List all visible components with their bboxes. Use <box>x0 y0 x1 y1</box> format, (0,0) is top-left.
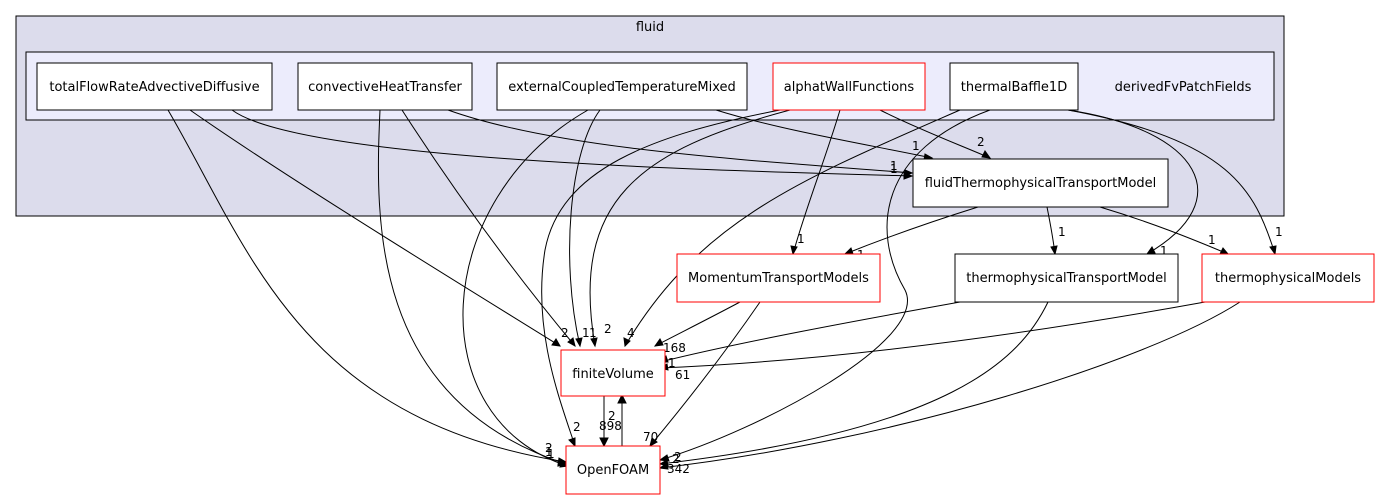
node-fluidThermophysicalTransportModel[interactable]: fluidThermophysicalTransportModel <box>912 158 1169 208</box>
label-tfrad-ftt: 1 <box>890 162 898 176</box>
node-label: externalCoupledTemperatureMixed <box>508 80 736 95</box>
cluster-fluid-label: fluid <box>636 20 664 35</box>
edge-tm-fv <box>659 301 1206 369</box>
edges <box>167 109 1277 470</box>
node-thermalBaffle1D[interactable]: thermalBaffle1D <box>949 62 1079 111</box>
edge-tfrad-of <box>167 109 567 463</box>
label-of-fv: 2 <box>608 409 616 423</box>
label-tfrad-of: 2 <box>545 441 553 455</box>
edge-tb-fv <box>624 109 961 347</box>
edge-awf-mtm <box>792 109 841 255</box>
edge-ectm-fv <box>569 109 601 347</box>
edge-ftt-mtm <box>844 206 979 255</box>
label-awf-mtm: 1 <box>797 232 805 246</box>
label-tb-of: 2 <box>674 450 682 464</box>
edge-mtm-fv <box>654 301 741 347</box>
node-label: fluidThermophysicalTransportModel <box>925 176 1157 191</box>
label-tb-tm: 1 <box>1275 225 1283 239</box>
label-ectm-of: 1 <box>547 447 555 461</box>
edge-cht-ftt <box>447 109 913 174</box>
label-cht-ftt: 1 <box>890 159 898 173</box>
node-MomentumTransportModels[interactable]: MomentumTransportModels <box>676 253 881 303</box>
node-convectiveHeatTransfer[interactable]: convectiveHeatTransfer <box>297 62 473 111</box>
edge-labels: 2 2 1 1 1 1 1 1 1 2 1 2 2 4 2 1 1 1 1 1 … <box>545 135 1283 476</box>
label-awf-ftt: 2 <box>977 135 985 149</box>
label-mtm-of: 70 <box>643 430 658 444</box>
label-awf-of: 2 <box>573 420 581 434</box>
edge-tfrad-fv <box>189 109 561 347</box>
node-externalCoupledTemperatureMixed[interactable]: externalCoupledTemperatureMixed <box>496 62 748 111</box>
node-label: OpenFOAM <box>577 463 649 478</box>
node-totalFlowRateAdvectiveDiffusive[interactable]: totalFlowRateAdvectiveDiffusive <box>36 62 273 111</box>
node-finiteVolume[interactable]: finiteVolume <box>560 349 666 397</box>
edge-tb-of <box>659 109 991 461</box>
edge-cht-fv <box>401 109 576 347</box>
label-tb-ttm: 1 <box>1160 244 1168 258</box>
node-thermophysicalTransportModel[interactable]: thermophysicalTransportModel <box>954 253 1179 303</box>
node-label: MomentumTransportModels <box>688 271 869 286</box>
label-cht-of: 1 <box>545 445 553 459</box>
edge-ectm-ftt <box>715 109 933 159</box>
node-label: convectiveHeatTransfer <box>308 80 462 95</box>
cluster-derivedFvPatchFields-label: derivedFvPatchFields <box>1115 80 1252 95</box>
label-tb-fv: 4 <box>627 326 635 340</box>
label-fv-of: 898 <box>599 419 622 433</box>
edge-ttm-of <box>659 301 1049 465</box>
edge-awf-ftt <box>879 109 991 159</box>
edge-tm-of <box>659 301 1241 469</box>
label-tm-fv: 61 <box>675 368 690 382</box>
edge-ftt-tm <box>1099 206 1229 255</box>
edge-awf-of <box>541 109 781 447</box>
node-alphatWallFunctions[interactable]: alphatWallFunctions <box>772 62 926 111</box>
edge-tfrad-ftt <box>231 109 913 177</box>
node-OpenFOAM[interactable]: OpenFOAM <box>565 445 661 495</box>
edge-awf-fv <box>589 109 791 347</box>
label-awf-fv: 2 <box>604 322 612 336</box>
edge-ttm-fv <box>659 301 961 363</box>
label-ectm-ftt: 1 <box>912 139 920 153</box>
label-tm-of: 342 <box>667 462 690 476</box>
label-ttm-of: 2 <box>672 452 680 466</box>
node-thermophysicalModels[interactable]: thermophysicalModels <box>1201 253 1375 303</box>
node-label: totalFlowRateAdvectiveDiffusive <box>49 80 259 95</box>
node-label: thermalBaffle1D <box>961 80 1067 95</box>
node-label: thermophysicalTransportModel <box>966 271 1166 286</box>
edge-cht-of <box>377 109 567 465</box>
edge-tb-tm <box>1067 109 1276 255</box>
label-ftt-tm: 1 <box>1208 233 1216 247</box>
node-label: thermophysicalModels <box>1215 271 1361 286</box>
node-label: alphatWallFunctions <box>784 80 915 95</box>
edge-ectm-of <box>462 109 589 467</box>
label-mtm-fv: 168 <box>663 341 686 355</box>
label-ectm-fv: 1 <box>589 326 597 340</box>
label-ftt-ttm: 1 <box>1058 225 1066 239</box>
label-cht-fv: 1 <box>582 326 590 340</box>
label-tfrad-fv: 2 <box>561 326 569 340</box>
edge-mtm-of <box>649 301 761 447</box>
node-label: finiteVolume <box>572 367 654 382</box>
label-ttm-fv: 1 <box>668 356 676 370</box>
